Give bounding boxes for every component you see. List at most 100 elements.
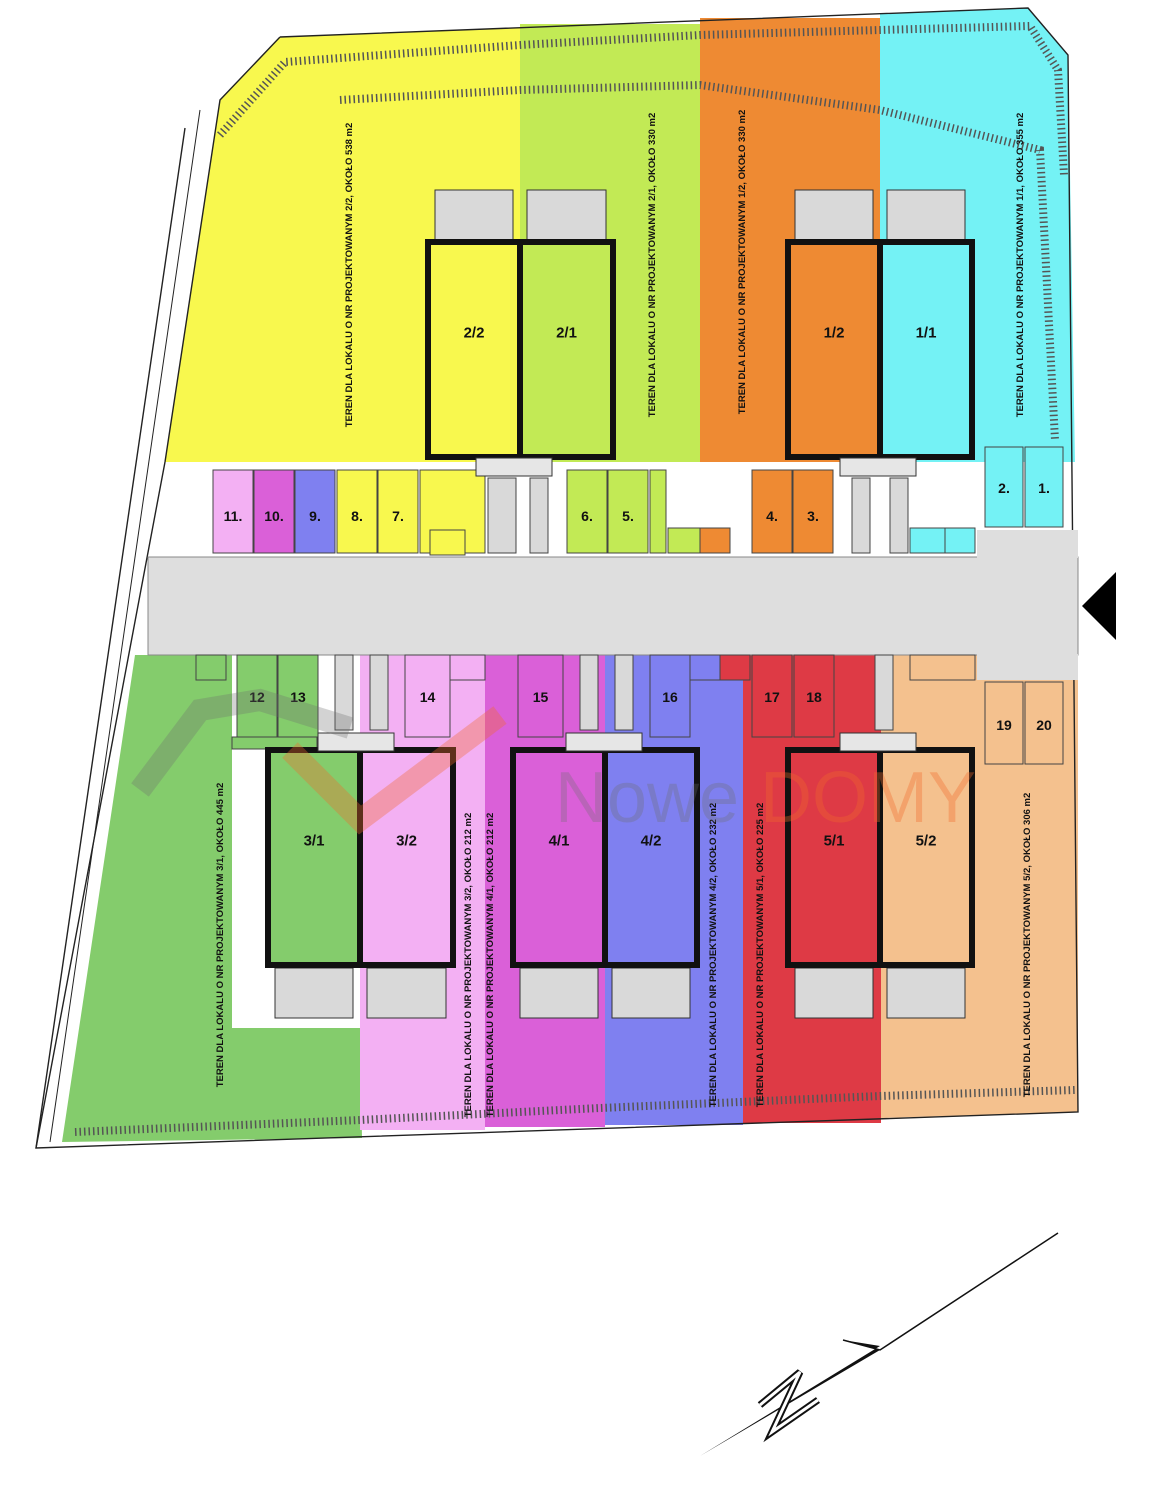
watermark-text-domy: DOMY (760, 758, 976, 838)
parking-space (253, 469, 295, 554)
parking-utility-area (874, 654, 894, 731)
parking-utility-area (649, 469, 667, 554)
embankment-bottom (74, 1086, 1076, 1136)
parking-space (793, 654, 835, 738)
north-letter-n-inner (759, 1370, 819, 1437)
unit-number: 2/1 (556, 325, 577, 342)
parking-space-number: 11. (224, 508, 243, 524)
parking-space-number: 1. (1038, 480, 1050, 496)
terrace (366, 967, 447, 1019)
terrace (519, 967, 599, 1019)
parking-space-number: 13 (290, 689, 306, 705)
house-unit (877, 239, 975, 460)
parking-space-number: 5. (622, 508, 634, 524)
parking-utility-area (851, 477, 871, 554)
parking-utility-area (944, 527, 976, 554)
parking-utility-area (195, 654, 227, 681)
terrace (886, 189, 966, 241)
terrace (434, 189, 514, 241)
unit-number: 4/1 (549, 833, 570, 850)
plot-label: TEREN DLA LOKALU O NR PROJEKTOWANYM 2/1,… (647, 113, 658, 418)
parking-utility-area (487, 477, 517, 554)
parking-space (649, 654, 691, 738)
entrance-porch (475, 457, 553, 477)
plot-label: TEREN DLA LOKALU O NR PROJEKTOWANYM 3/2,… (463, 813, 474, 1118)
parking-utility-area (667, 527, 701, 554)
terrace (794, 189, 874, 241)
parking-utility-area (889, 477, 909, 554)
north-arrow-shape (700, 1233, 1058, 1456)
parking-utility-area (334, 654, 354, 731)
parking-space-number: 8. (351, 508, 363, 524)
parking-utility-area (699, 527, 731, 554)
parking-space (294, 469, 336, 554)
house-unit (265, 747, 363, 968)
parking-space-number: 2. (998, 480, 1010, 496)
unit-number: 3/1 (304, 833, 325, 850)
house-unit (357, 747, 456, 968)
unit-number: 3/2 (396, 833, 417, 850)
watermark-logo-roof-icon (131, 688, 354, 797)
unit-number: 1/1 (916, 325, 937, 342)
house-unit (602, 747, 700, 968)
parking-space-number: 12 (249, 689, 265, 705)
plot-label: TEREN DLA LOKALU O NR PROJEKTOWANYM 4/1,… (485, 813, 496, 1118)
terrace (274, 967, 354, 1019)
parking-space-number: 18 (806, 689, 822, 705)
parking-utility-area (909, 654, 976, 681)
unit-number: 5/1 (824, 833, 845, 850)
parking-space (984, 681, 1024, 765)
parking-utility-area (719, 654, 751, 681)
internal-road (147, 556, 1079, 656)
house-unit (510, 747, 608, 968)
plot-3-1-area (62, 655, 362, 1142)
plot-label: TEREN DLA LOKALU O NR PROJEKTOWANYM 5/1,… (755, 803, 766, 1108)
parking-space (404, 654, 451, 738)
watermark-logo-roof-icon (282, 706, 507, 835)
parking-space (792, 469, 834, 554)
north-arrow-needle (842, 1232, 1059, 1351)
parking-space-number: 3. (807, 508, 819, 524)
terrace (886, 967, 966, 1019)
parking-space (1024, 446, 1064, 528)
north-parking: 11.10.9.8.7.6.5.4.3.2.1. (212, 446, 1064, 556)
parking-space-number: 16 (662, 689, 678, 705)
parking-space (751, 469, 793, 554)
unit-number: 2/2 (464, 325, 485, 342)
north-arrow-icon (700, 1232, 1059, 1456)
parking-space-number: 17 (764, 689, 780, 705)
parking-space (212, 469, 254, 554)
unit-number: 1/2 (824, 325, 845, 342)
parking-space-number: 15 (533, 689, 549, 705)
embankment-top-inner (339, 80, 1059, 441)
plot-labels: TEREN DLA LOKALU O NR PROJEKTOWANYM 2/2,… (215, 110, 1033, 1118)
parking-space-number: 6. (581, 508, 593, 524)
plot-label: TEREN DLA LOKALU O NR PROJEKTOWANYM 1/2,… (737, 110, 748, 415)
entrance-arrow-icon (1082, 572, 1116, 640)
parking-utility-area (369, 654, 389, 731)
parking-utility-area (429, 529, 466, 556)
plot-label: TEREN DLA LOKALU O NR PROJEKTOWANYM 2/2,… (344, 123, 355, 428)
west-strip-line (35, 127, 186, 1149)
terrace (794, 967, 874, 1019)
house-unit (877, 747, 975, 968)
parking-space (751, 654, 793, 738)
road-stub-north-east (977, 530, 1078, 558)
unit-number: 4/2 (641, 833, 662, 850)
embankment-top-outer (217, 21, 1068, 176)
parking-space (984, 446, 1024, 528)
parking-space-number: 14 (420, 689, 436, 705)
parking-space (1024, 681, 1064, 765)
plot-label: TEREN DLA LOKALU O NR PROJEKTOWANYM 1/1,… (1015, 113, 1026, 418)
parking-space-number: 9. (309, 508, 321, 524)
parking-space-number: 7. (392, 508, 404, 524)
entrance-porch (839, 457, 917, 477)
terrace (611, 967, 691, 1019)
parking-utility-area (579, 654, 599, 731)
house-unit (785, 747, 883, 968)
parking-utility-area (689, 654, 721, 681)
parking-space (607, 469, 649, 554)
west-strip-line (49, 109, 201, 1143)
